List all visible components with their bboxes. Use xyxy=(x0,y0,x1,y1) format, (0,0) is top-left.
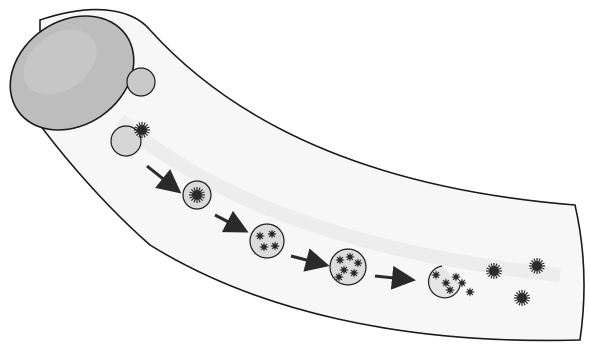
cell-stage-3 xyxy=(183,181,211,209)
cell-stage-1 xyxy=(127,68,155,96)
cell-stage-4 xyxy=(250,224,284,258)
cell-stage-5 xyxy=(330,249,366,285)
released-particle-2 xyxy=(529,258,545,274)
released-particle-3 xyxy=(514,290,530,306)
